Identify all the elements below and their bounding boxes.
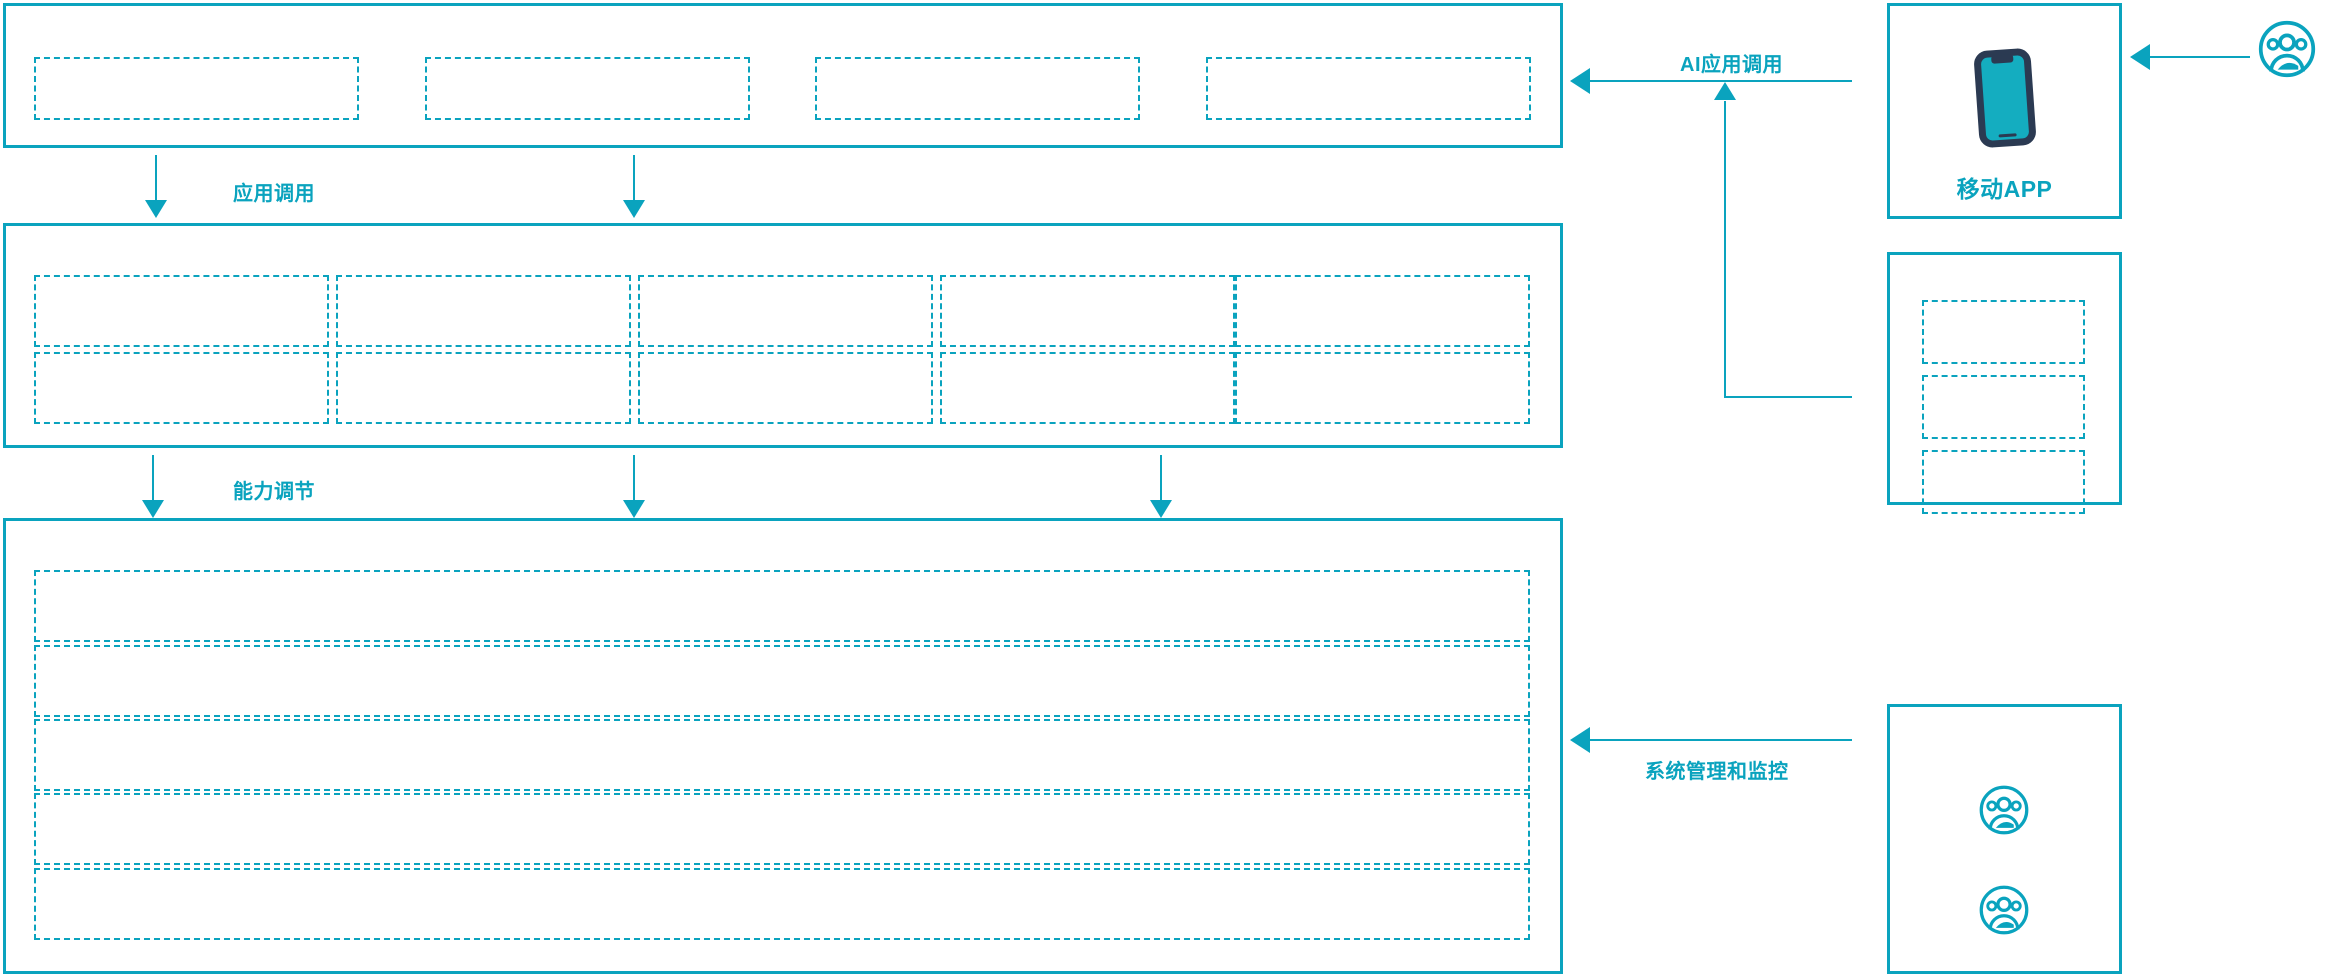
capability-adjust-arrow-1-shaft: [152, 455, 154, 503]
application-slot-3[interactable]: [815, 57, 1140, 120]
channel-slot-1[interactable]: [1922, 300, 2085, 364]
capability-slot-r2c3[interactable]: [638, 352, 933, 424]
capability-adjust-label: 能力调节: [233, 481, 315, 503]
app-invoke-arrow-1-head: [145, 200, 167, 218]
platform-row-2[interactable]: [34, 645, 1530, 717]
platform-row-3[interactable]: [34, 719, 1530, 791]
user-group-icon-1[interactable]: [1978, 784, 2030, 836]
platform-row-5[interactable]: [34, 868, 1530, 940]
capability-layer-panel[interactable]: [3, 223, 1563, 448]
capability-adjust-arrow-2-shaft: [633, 455, 635, 503]
user-group-icon-2[interactable]: [1978, 884, 2030, 936]
ai-app-invoke-riser-shaft: [1724, 101, 1726, 397]
application-slot-4[interactable]: [1206, 57, 1531, 120]
platform-layer-panel[interactable]: [3, 518, 1563, 974]
capability-slot-r2c4[interactable]: [940, 352, 1235, 424]
capability-slot-r2c2[interactable]: [336, 352, 631, 424]
operations-node[interactable]: [1887, 704, 2122, 974]
mobile-app-label: 移动APP: [1956, 176, 2053, 202]
app-invoke-arrow-2-head: [623, 200, 645, 218]
capability-adjust-arrow-2-head: [623, 500, 645, 518]
system-admin-monitor-label: 系统管理和监控: [1645, 761, 1789, 783]
capability-slot-r1c5[interactable]: [1235, 275, 1530, 347]
app-invoke-arrow-2-shaft: [633, 155, 635, 203]
application-slot-1[interactable]: [34, 57, 359, 120]
app-invoke-label: 应用调用: [233, 183, 315, 205]
capability-slot-r2c5[interactable]: [1235, 352, 1530, 424]
ai-app-invoke-riser-elbow: [1724, 396, 1852, 398]
channel-slot-2[interactable]: [1922, 375, 2085, 439]
capability-adjust-arrow-3-shaft: [1160, 455, 1162, 503]
ai-app-invoke-arrow-head: [1570, 68, 1590, 94]
system-admin-arrow-shaft: [1590, 739, 1852, 741]
capability-adjust-arrow-1-head: [142, 500, 164, 518]
ai-app-invoke-riser-head: [1714, 82, 1736, 100]
capability-slot-r1c2[interactable]: [336, 275, 631, 347]
channel-stack-node[interactable]: [1887, 252, 2122, 505]
ai-app-invoke-arrow-shaft: [1590, 80, 1852, 82]
capability-slot-r1c4[interactable]: [940, 275, 1235, 347]
system-admin-arrow-head: [1570, 727, 1590, 753]
capability-slot-r1c3[interactable]: [638, 275, 933, 347]
platform-row-1[interactable]: [34, 570, 1530, 642]
platform-row-4[interactable]: [34, 793, 1530, 865]
capability-adjust-arrow-3-head: [1150, 500, 1172, 518]
ai-app-invoke-label: AI应用调用: [1680, 54, 1783, 76]
application-layer-panel[interactable]: [3, 3, 1563, 148]
capability-slot-r1c1[interactable]: [34, 275, 329, 347]
channel-slot-3[interactable]: [1922, 450, 2085, 514]
application-slot-2[interactable]: [425, 57, 750, 120]
end-user-arrow-head: [2130, 44, 2150, 70]
app-invoke-arrow-1-shaft: [155, 155, 157, 203]
smartphone-icon: [1974, 48, 2036, 148]
end-user-arrow-shaft: [2150, 56, 2250, 58]
end-user-actor[interactable]: [2257, 19, 2317, 79]
capability-slot-r2c1[interactable]: [34, 352, 329, 424]
